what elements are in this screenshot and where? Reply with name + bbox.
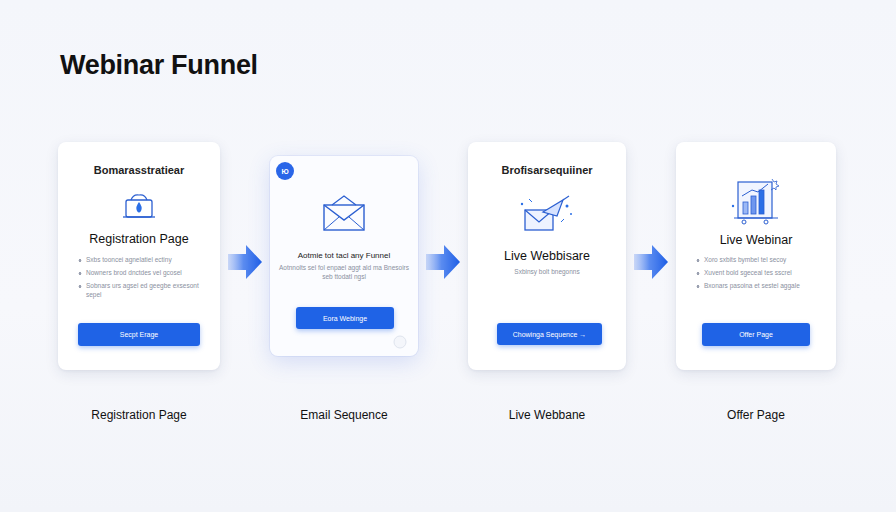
action-button: Chowinga Sequence → (497, 323, 602, 345)
bullet-text: Nowners brod dnctdes vel gcosel (78, 269, 206, 278)
flow-arrow (426, 245, 460, 279)
step-caption: Email Sequence (240, 408, 448, 422)
step-icon (321, 194, 367, 236)
funnel-card: BrofisarsequiinerLive WebbisareSxbinsy b… (468, 142, 626, 370)
card-text: Aotnnolts sel fol enpael aggt ald ma Bne… (278, 264, 410, 282)
card-text: Sxbinsy bolt bnegonns (476, 268, 618, 277)
diagram-title: Webinar Funnel (60, 50, 258, 81)
corner-dot (393, 335, 407, 353)
card-title: Registration Page (66, 232, 212, 246)
funnel-card: Aotmie tot tacl any FunnelAotnnolts sel … (270, 156, 418, 356)
bullet-text: Xuvent bold sgeceal tes sscrel (696, 269, 822, 278)
button-label: Ю (281, 168, 288, 175)
funnel-card: Live WebinarXoro sxbits bymbel tel secoy… (676, 142, 836, 370)
action-button: Eora Webinge (296, 307, 394, 329)
action-button: Secpt Erage (78, 323, 200, 346)
card-heading: Bomarasstratiear (66, 164, 212, 176)
step-caption: Offer Page (646, 408, 866, 422)
bullet-text: Xoro sxbits bymbel tel secoy (696, 256, 822, 265)
step-icon (119, 192, 159, 226)
step-caption: Live Webbane (438, 408, 656, 422)
button-label: Secpt Erage (120, 331, 159, 338)
bullet-text: Bxonars pasoina et sestel aggale (696, 282, 822, 291)
card-title: Live Webbisare (476, 249, 618, 263)
card-title: Live Webinar (684, 233, 828, 247)
step-icon (517, 192, 577, 244)
step-badge: Ю (276, 162, 294, 180)
bullet-text: Sobnars urs agsel ed geegbe exsesont sep… (78, 282, 206, 300)
step-caption: Registration Page (28, 408, 250, 422)
action-button: Offer Page (702, 323, 810, 346)
card-heading: Brofisarsequiiner (476, 164, 618, 176)
step-icon (728, 176, 784, 230)
funnel-card: BomarasstratiearRegistration PageSxbs to… (58, 142, 220, 370)
flow-arrow (228, 245, 262, 279)
button-label: Offer Page (739, 331, 773, 338)
bullet-text: Sxbs tooncei agnelatiel ectiny (78, 256, 206, 265)
card-text: Aotmie tot tacl any Funnel (278, 251, 410, 260)
button-label: Chowinga Sequence → (513, 331, 587, 338)
button-label: Eora Webinge (323, 315, 367, 322)
flow-arrow (634, 245, 668, 279)
